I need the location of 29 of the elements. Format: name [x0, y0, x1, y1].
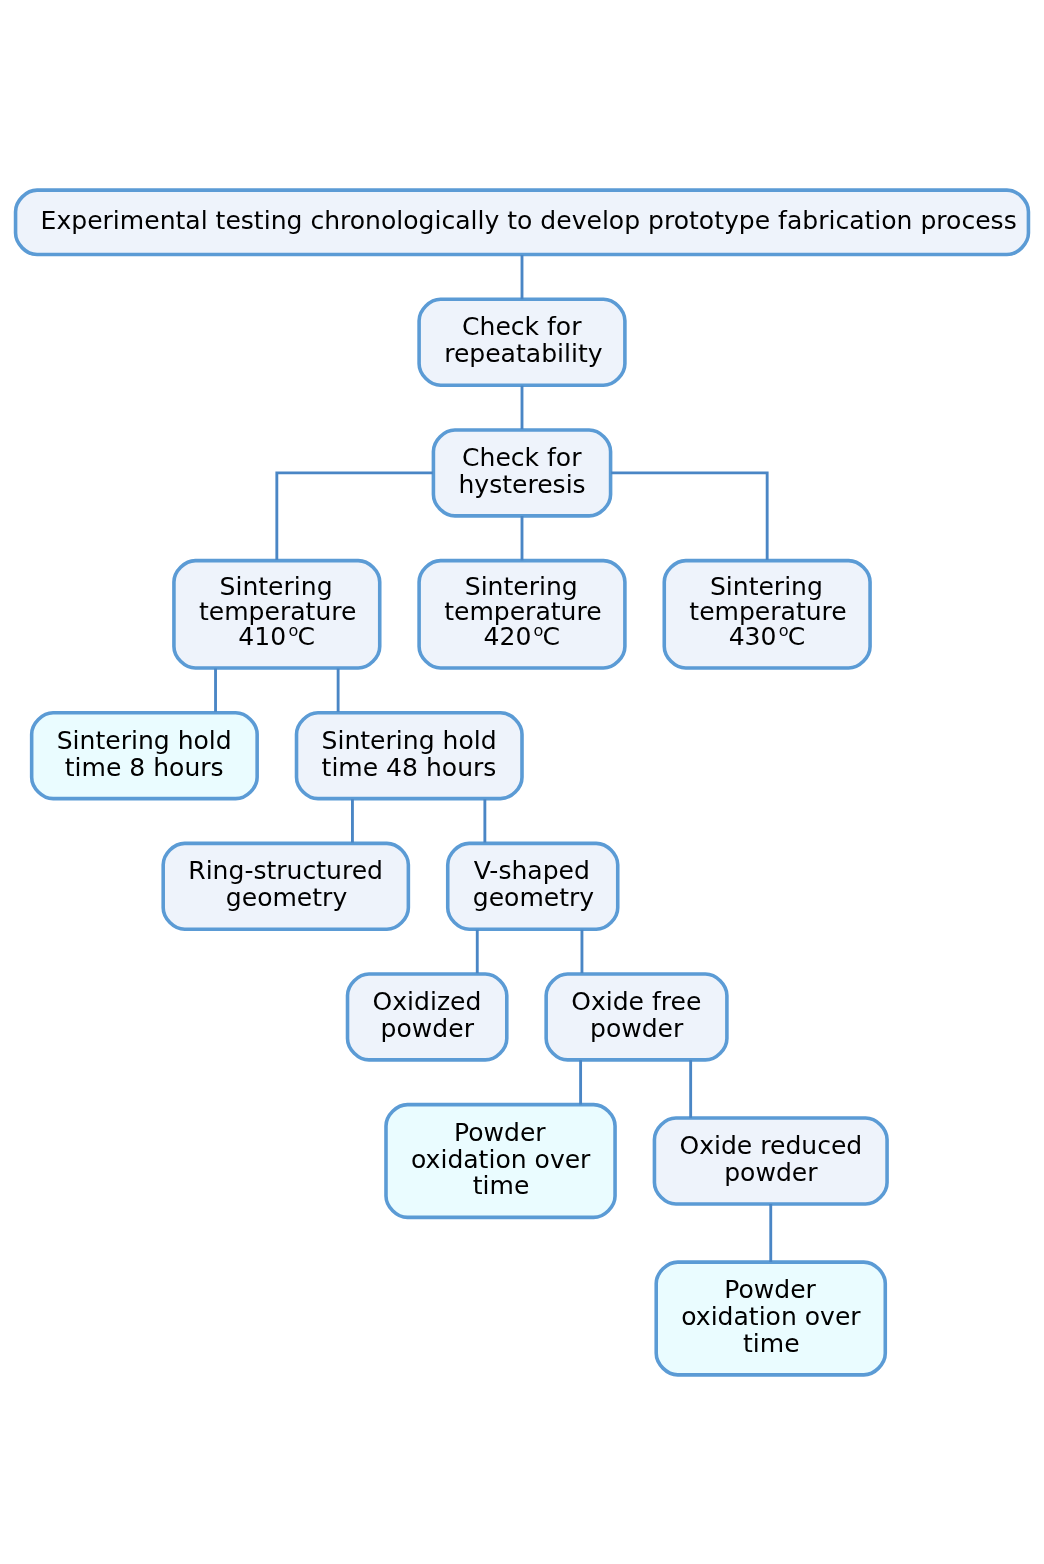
connector	[579, 1059, 583, 1104]
connector	[351, 798, 354, 843]
connector	[214, 668, 217, 712]
node-box: Oxide free powder	[544, 971, 729, 1062]
node-box: Sintering temperature 430$^{o}$C	[662, 558, 872, 670]
node-box: Experimental testing chronologically to develop prototype fabrication process	[13, 187, 1031, 256]
node-box: Sintering hold time 8 hours	[29, 710, 259, 800]
node-box: Check for repeatability	[417, 297, 627, 387]
connector	[611, 471, 769, 560]
node-box: Oxidized powder	[345, 971, 509, 1062]
node-box: Sintering temperature 410$^{o}$C	[172, 558, 382, 670]
node-box: Powder oxidation over time	[384, 1102, 617, 1219]
connector	[769, 1203, 773, 1262]
node-box: Ring-structured geometry	[161, 841, 411, 931]
connector	[520, 254, 524, 299]
connector	[520, 515, 524, 560]
node-box: Oxide reduced powder	[652, 1115, 889, 1206]
connector	[520, 385, 524, 429]
node-box: Check for hysteresis	[431, 427, 613, 518]
connector	[336, 668, 340, 712]
node-box: Sintering hold time 48 hours	[294, 710, 524, 800]
connector	[275, 471, 433, 560]
node-box: Powder oxidation over time	[654, 1259, 888, 1377]
node-box: Sintering temperature 420$^{o}$C	[417, 558, 627, 670]
connector	[483, 798, 487, 843]
connector	[580, 929, 584, 973]
connector	[689, 1059, 693, 1118]
connector	[475, 929, 479, 973]
node-box: V-shaped geometry	[445, 841, 620, 931]
